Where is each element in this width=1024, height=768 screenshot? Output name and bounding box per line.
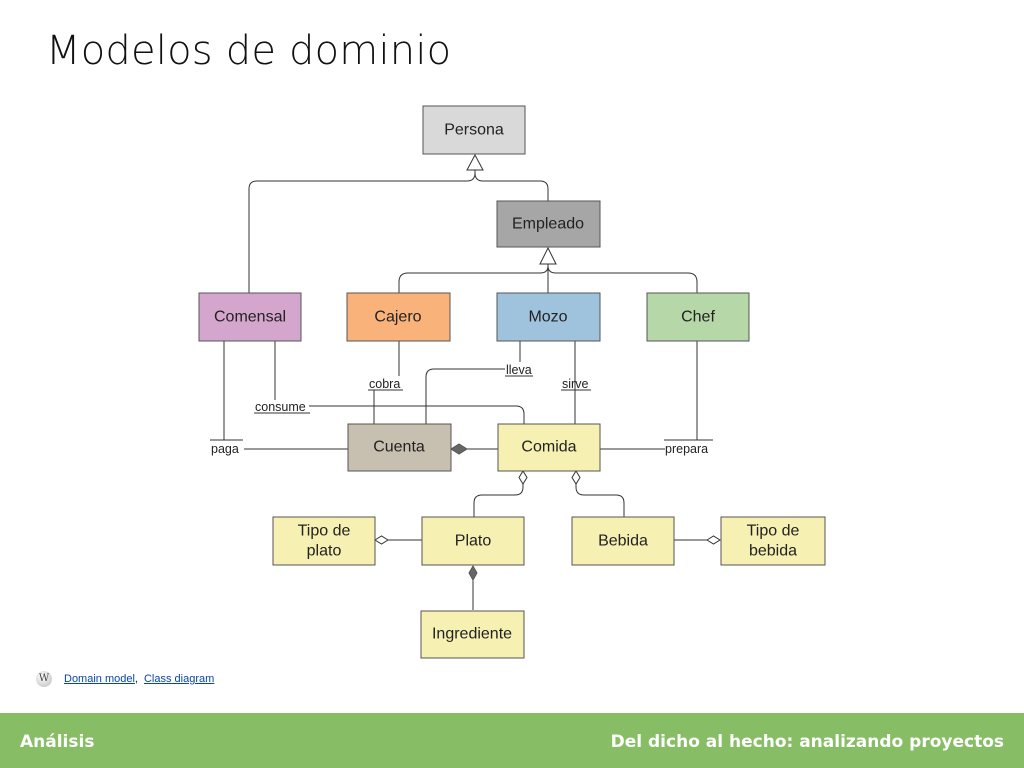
- aggregation-diamond-comida-plato: [518, 470, 528, 485]
- footer-bar: Análisis Del dicho al hecho: analizando …: [0, 713, 1024, 768]
- reference-links: W Domain model, Class diagram: [36, 670, 214, 688]
- class-cuenta: Cuenta: [347, 423, 452, 472]
- generalization-arrow-empleado: [539, 246, 557, 265]
- edge-label-paga: paga: [211, 442, 239, 456]
- svg-text:plato: plato: [307, 543, 342, 560]
- class-tipo-de-bebida: Tipo de bebida: [720, 516, 826, 566]
- svg-text:Empleado: Empleado: [512, 216, 584, 233]
- class-cajero: Cajero: [346, 292, 451, 342]
- class-plato: Plato: [421, 516, 525, 566]
- svg-text:Comensal: Comensal: [214, 309, 286, 326]
- class-bebida: Bebida: [571, 516, 675, 566]
- svg-text:Tipo de: Tipo de: [747, 523, 800, 540]
- composition-diamond-cuenta: [450, 443, 468, 455]
- domain-class-diagram: .box { stroke: #555555; stroke-width: 1;…: [198, 105, 826, 659]
- edge-labels: cobra lleva sirve consume paga prepara: [210, 363, 713, 456]
- svg-text:bebida: bebida: [749, 543, 797, 560]
- association-markers: [374, 153, 721, 582]
- svg-text:Cajero: Cajero: [374, 309, 421, 326]
- connection-lines: [223, 170, 707, 610]
- footer-section-label: Análisis: [20, 732, 95, 752]
- class-mozo: Mozo: [496, 292, 601, 342]
- generalization-arrow-persona: [466, 153, 484, 171]
- class-chef: Chef: [646, 292, 750, 342]
- edge-label-prepara: prepara: [665, 442, 708, 456]
- aggregation-diamond-tipo-bebida: [706, 535, 721, 545]
- footer-course-title: Del dicho al hecho: analizando proyectos: [610, 732, 1004, 752]
- svg-text:Ingrediente: Ingrediente: [432, 626, 512, 643]
- edge-label-cobra: cobra: [369, 377, 400, 391]
- svg-text:Chef: Chef: [681, 309, 715, 326]
- link-separator: ,: [134, 673, 138, 685]
- svg-text:Bebida: Bebida: [598, 533, 648, 550]
- class-empleado: Empleado: [496, 200, 601, 248]
- edge-label-consume: consume: [255, 400, 306, 414]
- wikipedia-globe-icon: W: [36, 671, 52, 687]
- class-diagram-link[interactable]: Class diagram: [143, 673, 215, 685]
- domain-model-link[interactable]: Domain model: [64, 673, 135, 685]
- svg-text:Comida: Comida: [521, 439, 576, 456]
- aggregation-diamond-tipo-plato: [374, 535, 389, 545]
- svg-text:Cuenta: Cuenta: [373, 439, 425, 456]
- class-persona: Persona: [422, 105, 526, 155]
- svg-text:Mozo: Mozo: [528, 309, 567, 326]
- slide-title: Modelos de dominio: [46, 28, 452, 74]
- class-ingrediente: Ingrediente: [420, 610, 525, 659]
- class-tipo-de-plato: Tipo de plato: [272, 516, 376, 566]
- svg-text:Tipo de: Tipo de: [298, 523, 351, 540]
- svg-text:Persona: Persona: [444, 122, 504, 139]
- svg-text:Plato: Plato: [455, 533, 492, 550]
- composition-diamond-plato: [468, 564, 478, 582]
- aggregation-diamond-comida-bebida: [571, 470, 581, 485]
- class-comida: Comida: [497, 423, 601, 472]
- class-comensal: Comensal: [198, 292, 302, 342]
- edge-label-lleva: lleva: [506, 363, 532, 377]
- edge-label-sirve: sirve: [562, 377, 588, 391]
